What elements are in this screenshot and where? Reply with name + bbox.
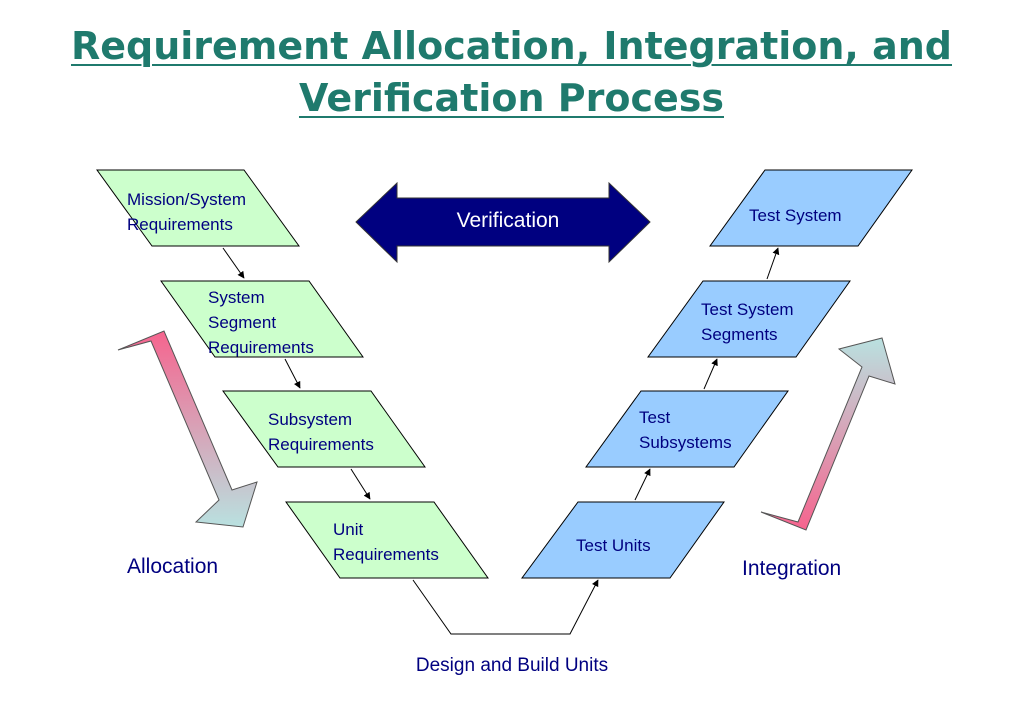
connector-segments-to-system bbox=[766, 247, 780, 280]
svg-text:Test System Segments: Test System Segments bbox=[701, 300, 798, 344]
svg-text:Test Units: Test Units bbox=[576, 536, 651, 555]
subsystem-line-1: Subsystem bbox=[268, 410, 352, 429]
system-segment-line-2: Segment bbox=[208, 313, 276, 332]
svg-text:Unit Requirements: Unit Requirements bbox=[333, 520, 439, 564]
unit-line-2: Requirements bbox=[333, 545, 439, 564]
svg-text:Mission/System Requireme: Mission/System Requirements bbox=[127, 190, 251, 234]
test-segments-line-2: Segments bbox=[701, 325, 778, 344]
svg-text:Test System: Test System bbox=[749, 206, 842, 225]
test-box-subsystems: Test Subsystems bbox=[585, 390, 789, 468]
verification-label: Verification bbox=[457, 209, 560, 232]
verification-arrow bbox=[355, 181, 651, 264]
page-title: Requirement Allocation, Integration, and… bbox=[0, 20, 1023, 124]
test-units-line-1: Test Units bbox=[576, 536, 651, 555]
system-segment-line-1: System bbox=[208, 288, 265, 307]
connector-subsystems-to-segments bbox=[703, 358, 718, 390]
connector-design-build-path bbox=[412, 579, 599, 635]
test-segments-line-1: Test System bbox=[701, 300, 794, 319]
system-segment-line-3: Requirements bbox=[208, 338, 314, 357]
unit-line-1: Unit bbox=[333, 520, 364, 539]
requirement-box-subsystem: Subsystem Requirements bbox=[222, 390, 426, 468]
test-subsystems-line-2: Subsystems bbox=[639, 433, 732, 452]
requirement-box-unit: Unit Requirements bbox=[285, 501, 489, 579]
svg-text:Test Subsystems: Test Subsystems bbox=[639, 408, 732, 452]
mission-system-line-1: Mission/System bbox=[127, 190, 246, 209]
requirement-box-system-segment: System Segment Requirements bbox=[160, 280, 364, 358]
subsystem-line-2: Requirements bbox=[268, 435, 374, 454]
connector-mission-to-segment bbox=[222, 247, 245, 279]
title-line-1: Requirement Allocation, Integration, and bbox=[70, 24, 952, 68]
test-system-line-1: Test System bbox=[749, 206, 842, 225]
test-subsystems-line-1: Test bbox=[639, 408, 670, 427]
svg-text:System Segment Req: System Segment Requirements bbox=[208, 288, 314, 357]
svg-text:Subsystem Requirements: Subsystem Requirements bbox=[268, 410, 374, 454]
allocation-arrow bbox=[117, 330, 258, 528]
connector-subsystem-to-unit bbox=[350, 468, 371, 500]
allocation-label: Allocation bbox=[127, 555, 218, 578]
design-build-label: Design and Build Units bbox=[416, 655, 608, 676]
requirement-box-mission-system: Mission/System Requirements bbox=[96, 169, 300, 247]
title-line-2: Verification Process bbox=[298, 76, 724, 120]
test-box-system: Test System bbox=[709, 169, 913, 247]
test-box-units: Test Units bbox=[521, 501, 725, 579]
connector-units-to-subsystems bbox=[634, 468, 651, 501]
connector-segment-to-subsystem bbox=[284, 358, 301, 389]
integration-label: Integration bbox=[742, 557, 841, 580]
test-box-system-segments: Test System Segments bbox=[647, 280, 851, 358]
mission-system-line-2: Requirements bbox=[127, 215, 233, 234]
integration-arrow bbox=[760, 337, 896, 531]
